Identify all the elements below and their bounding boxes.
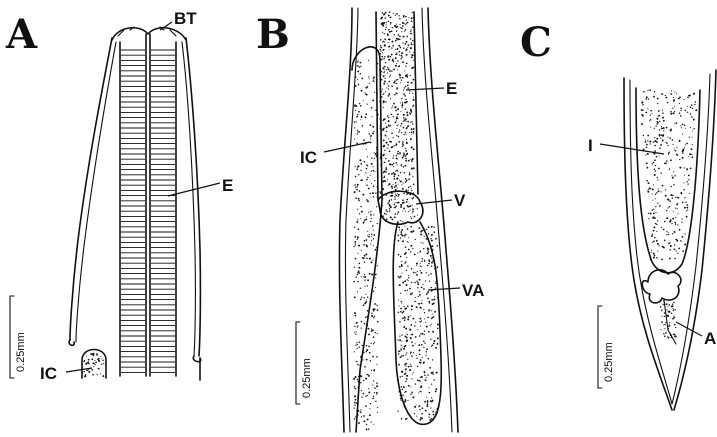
panel-b-body-wall-left-inner: [345, 8, 358, 432]
panel-b-label-v: V: [454, 191, 466, 210]
panel-a-body-wall-left-inner: [76, 42, 116, 342]
panel-c-rectal-glands: [642, 270, 681, 303]
panel-a-label-ic: IC: [40, 364, 57, 383]
panel-a: A BT E IC 0.25mm: [5, 9, 233, 383]
panel-b-ic-leader: [324, 142, 370, 152]
panel-a-ic-leader: [66, 368, 92, 372]
panel-a-left-pore: [69, 340, 74, 345]
panel-b-scale-bar: [296, 322, 300, 404]
panel-b-scale-label: 0.25mm: [301, 358, 313, 398]
panel-b-label-ic: IC: [300, 148, 317, 167]
panel-b-e-leader: [406, 88, 444, 90]
panel-a-buccal-tooth: [112, 28, 186, 40]
panel-b-ventricular-appendix: [393, 222, 441, 424]
panel-c-label-a: A: [704, 329, 716, 348]
panel-b: B E IC V VA 0.25mm: [256, 8, 484, 432]
panel-c-letter: C: [520, 19, 552, 66]
panel-a-label-bt: BT: [174, 9, 197, 28]
panel-c-rectum: [664, 300, 676, 344]
panel-a-scale-bar: [10, 296, 14, 378]
panel-c-body-wall-left: [624, 78, 672, 410]
panel-b-body-wall-right: [428, 8, 458, 432]
panel-a-right-pore: [193, 356, 200, 380]
panel-c-scale-label: 0.25mm: [603, 342, 615, 382]
panel-b-va-leader: [428, 288, 460, 290]
panel-b-label-e: E: [446, 79, 457, 98]
panel-a-body-wall-left: [70, 38, 112, 340]
panel-c-label-i: I: [588, 136, 593, 155]
panel-a-body-wall-right-inner: [182, 42, 195, 356]
panel-a-esophagus-striations: [121, 50, 175, 372]
panel-c-stipple: [641, 89, 698, 338]
panel-a-scale-label: 0.25mm: [15, 332, 27, 372]
panel-c-a-leader: [676, 322, 702, 336]
panel-a-label-e: E: [222, 176, 233, 195]
panel-b-body-wall-right-inner: [422, 8, 452, 432]
panel-a-ic-stipple: [83, 352, 104, 378]
panel-b-esophagus-left: [376, 12, 378, 200]
panel-c-body-wall-right: [674, 70, 716, 410]
panel-b-v-leader: [416, 200, 452, 204]
panel-c-intestine: [636, 88, 700, 273]
panel-b-esophagus-right: [414, 12, 418, 194]
panel-b-label-va: VA: [462, 281, 484, 300]
panel-c-scale-bar: [598, 306, 602, 388]
panel-b-letter: B: [256, 11, 290, 58]
panel-c: C I A 0.25mm: [520, 19, 716, 410]
panel-a-letter: A: [5, 11, 38, 58]
